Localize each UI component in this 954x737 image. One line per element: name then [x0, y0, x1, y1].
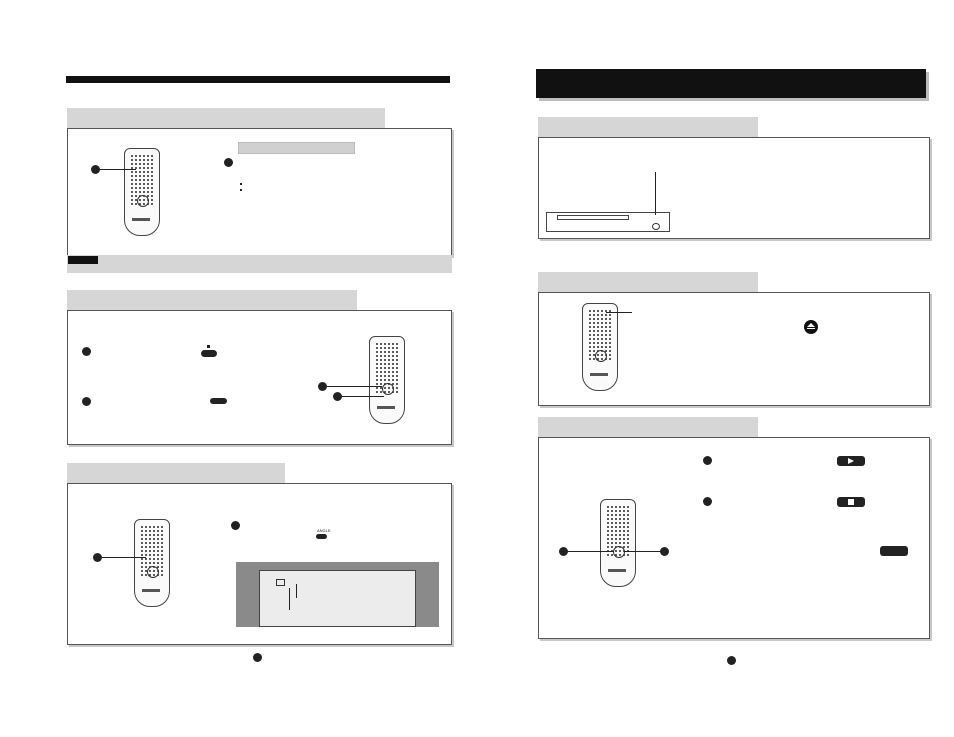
pointer-line	[606, 312, 632, 313]
menu-bar-illustration	[238, 142, 355, 154]
step-marker	[82, 347, 91, 356]
remote-control-illustration	[134, 519, 170, 607]
angle-button-caption: ANGLE	[317, 528, 331, 533]
colon-mark	[240, 183, 242, 192]
step-marker	[224, 158, 233, 167]
camera-angle-icon	[276, 579, 285, 586]
remote-control-illustration	[124, 148, 160, 236]
pointer-line	[102, 557, 146, 558]
angle-button-icon	[316, 534, 327, 539]
player-button-icon	[652, 223, 660, 230]
step-marker	[703, 497, 712, 506]
remote-control-illustration	[369, 336, 405, 424]
right-section-3-header	[538, 417, 758, 437]
left-section-1-note-bar	[67, 255, 452, 273]
button-icon	[210, 398, 227, 404]
eject-icon	[804, 320, 818, 334]
left-section-3-header	[67, 463, 285, 483]
note-label	[68, 256, 98, 264]
step-marker	[82, 397, 91, 406]
page-number-marker	[253, 653, 262, 662]
tv-screen-display	[259, 570, 416, 627]
left-page-top-rule	[66, 76, 450, 83]
left-section-1-header	[67, 108, 385, 128]
right-section-2-header	[538, 272, 758, 292]
left-section-2-header	[67, 290, 357, 310]
page-number-marker	[727, 656, 736, 665]
step-marker	[559, 547, 568, 556]
play-button-icon	[837, 456, 865, 466]
right-section-1-header	[538, 117, 758, 137]
dvd-player-illustration	[546, 212, 670, 232]
step-marker	[91, 165, 100, 174]
pointer-line	[624, 551, 660, 552]
remote-control-illustration	[582, 303, 618, 391]
right-page-title-bar	[536, 69, 926, 98]
pointer-line	[100, 169, 136, 170]
step-marker	[333, 392, 342, 401]
button-icon-mark	[207, 345, 210, 348]
pointer-line	[342, 396, 384, 397]
step-marker	[93, 553, 102, 562]
button-icon	[880, 546, 908, 556]
pointer-line	[327, 386, 382, 387]
step-marker	[318, 382, 327, 391]
disc-tray-illustration	[557, 215, 629, 220]
stop-button-icon	[837, 497, 865, 507]
eject-pointer-line	[655, 172, 656, 215]
step-marker	[703, 456, 712, 465]
remote-control-illustration	[600, 499, 636, 587]
screen-indicator-line	[296, 584, 297, 598]
step-marker	[660, 547, 669, 556]
right-section-3-box	[538, 437, 930, 639]
pointer-line	[568, 551, 614, 552]
step-marker	[231, 521, 240, 530]
screen-indicator-line	[289, 588, 290, 610]
button-icon	[201, 350, 217, 357]
